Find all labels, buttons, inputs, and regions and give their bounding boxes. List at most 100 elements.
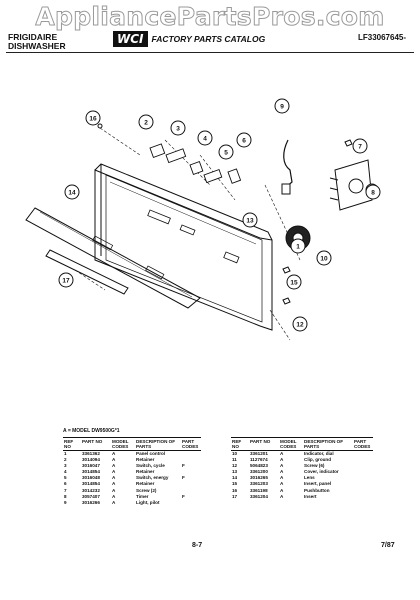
col-part: PART NO — [249, 437, 279, 451]
svg-text:16: 16 — [89, 115, 97, 122]
svg-text:1: 1 — [296, 243, 300, 250]
cell-desc: Retainer — [136, 457, 155, 463]
cell-desc: Retainer — [136, 481, 155, 487]
callout-7: 7 — [352, 138, 368, 154]
cell-code — [181, 451, 201, 458]
callout-6: 6 — [236, 132, 252, 148]
cell-desc: Clip, ground — [304, 457, 332, 463]
cell-ref: 7 — [64, 487, 67, 493]
col-code: PART CODES — [353, 437, 373, 451]
cell-model: A — [280, 493, 284, 499]
wci-logo: WCI — [113, 31, 148, 47]
cell-model: A — [280, 451, 284, 456]
cell-part: 3361200 — [250, 469, 268, 475]
cell-part: 3014854 — [82, 469, 100, 475]
cell-model: A — [280, 487, 284, 493]
cell-model: A — [280, 481, 284, 487]
cell-ref: 6 — [64, 481, 67, 487]
callout-16: 16 — [85, 110, 101, 126]
cell-part: 3016048 — [82, 475, 100, 481]
cell-code — [353, 494, 373, 500]
cell-desc: Lens — [304, 475, 315, 481]
insert-strip — [25, 207, 201, 309]
brand-line1: FRIGIDAIRE — [8, 32, 58, 42]
cell-code: F — [182, 493, 185, 499]
cell-ref: 8 — [64, 493, 67, 499]
col-ref: REF NO — [63, 437, 81, 451]
cell-model: A — [112, 475, 116, 481]
catalog-number: LF33067645- — [357, 33, 406, 42]
control-panel-top — [94, 163, 273, 241]
cell-code — [181, 500, 201, 506]
cell-part: 5064823 — [250, 463, 268, 469]
cell-model: A — [112, 493, 116, 499]
control-panel-body — [94, 169, 273, 331]
col-code: PART CODES — [181, 437, 201, 451]
cell-desc: Insert, panel — [304, 481, 332, 487]
cell-desc: Pushbutton — [304, 487, 330, 493]
cell-desc: Timer — [136, 493, 149, 499]
catalog-header: WCI FACTORY PARTS CATALOG — [113, 31, 265, 47]
col-model: MODEL CODES — [279, 437, 303, 451]
col-part: PART NO — [81, 437, 111, 451]
cell-desc: Panel control — [136, 451, 166, 456]
watermark: AppliancePartsPros.com — [35, 2, 385, 32]
svg-text:6: 6 — [242, 137, 246, 144]
callout-3: 3 — [170, 120, 186, 136]
cell-ref: 17 — [232, 493, 238, 499]
callout-15: 15 — [286, 274, 302, 290]
cell-part: 3361362 — [82, 451, 100, 456]
cell-ref: 5 — [64, 475, 67, 481]
cell-ref: 15 — [232, 481, 238, 487]
brand-line2: DISHWASHER — [8, 41, 66, 51]
cell-ref: 12 — [232, 463, 238, 469]
callout-9: 9 — [274, 98, 290, 114]
svg-text:7: 7 — [358, 143, 362, 150]
cell-ref: 4 — [64, 469, 67, 475]
cell-ref: 1 — [64, 451, 67, 456]
callout-12: 12 — [292, 316, 308, 332]
page-number: 8-7 — [192, 542, 203, 549]
callout-1: 1 — [290, 238, 306, 254]
col-ref: REF NO — [231, 437, 249, 451]
svg-text:8: 8 — [371, 189, 375, 196]
svg-text:3: 3 — [176, 125, 180, 132]
callout-5: 5 — [218, 144, 234, 160]
cell-ref: 3 — [64, 463, 67, 469]
cell-desc: Switch, cycle — [136, 463, 165, 469]
lower-insert — [45, 249, 129, 295]
parts-table-left: REF NO PART NO MODEL CODES DESCRIPTION O… — [63, 437, 201, 506]
cell-part: 3361198 — [250, 487, 268, 493]
header-rule — [6, 52, 414, 53]
cell-model: A — [280, 475, 284, 481]
cell-part: 3361201 — [250, 451, 268, 456]
model-line: A = MODEL DW9500G*1 — [63, 428, 120, 434]
col-model: MODEL CODES — [111, 437, 135, 451]
cell-desc: Screw (2) — [136, 487, 157, 493]
cell-part: 3361204 — [250, 493, 268, 499]
cell-part: 3016266 — [82, 499, 100, 505]
col-desc: DESCRIPTION OF PARTS — [303, 437, 353, 451]
cell-ref: 13 — [232, 469, 238, 475]
table-row: 16 3361198 A Pushbutton — [231, 488, 373, 494]
brand-block: FRIGIDAIRE DISHWASHER — [8, 33, 66, 51]
cell-part: 3016265 — [250, 475, 268, 481]
cell-model: A — [112, 469, 116, 475]
table-row: 4 3014854 A Retainer — [63, 469, 201, 475]
cell-ref: 16 — [232, 487, 238, 493]
cell-code: F — [182, 463, 185, 469]
cell-desc: Retainer — [136, 469, 155, 475]
cell-ref: 11 — [232, 457, 237, 463]
cell-desc: Cover, indicator — [304, 469, 339, 475]
